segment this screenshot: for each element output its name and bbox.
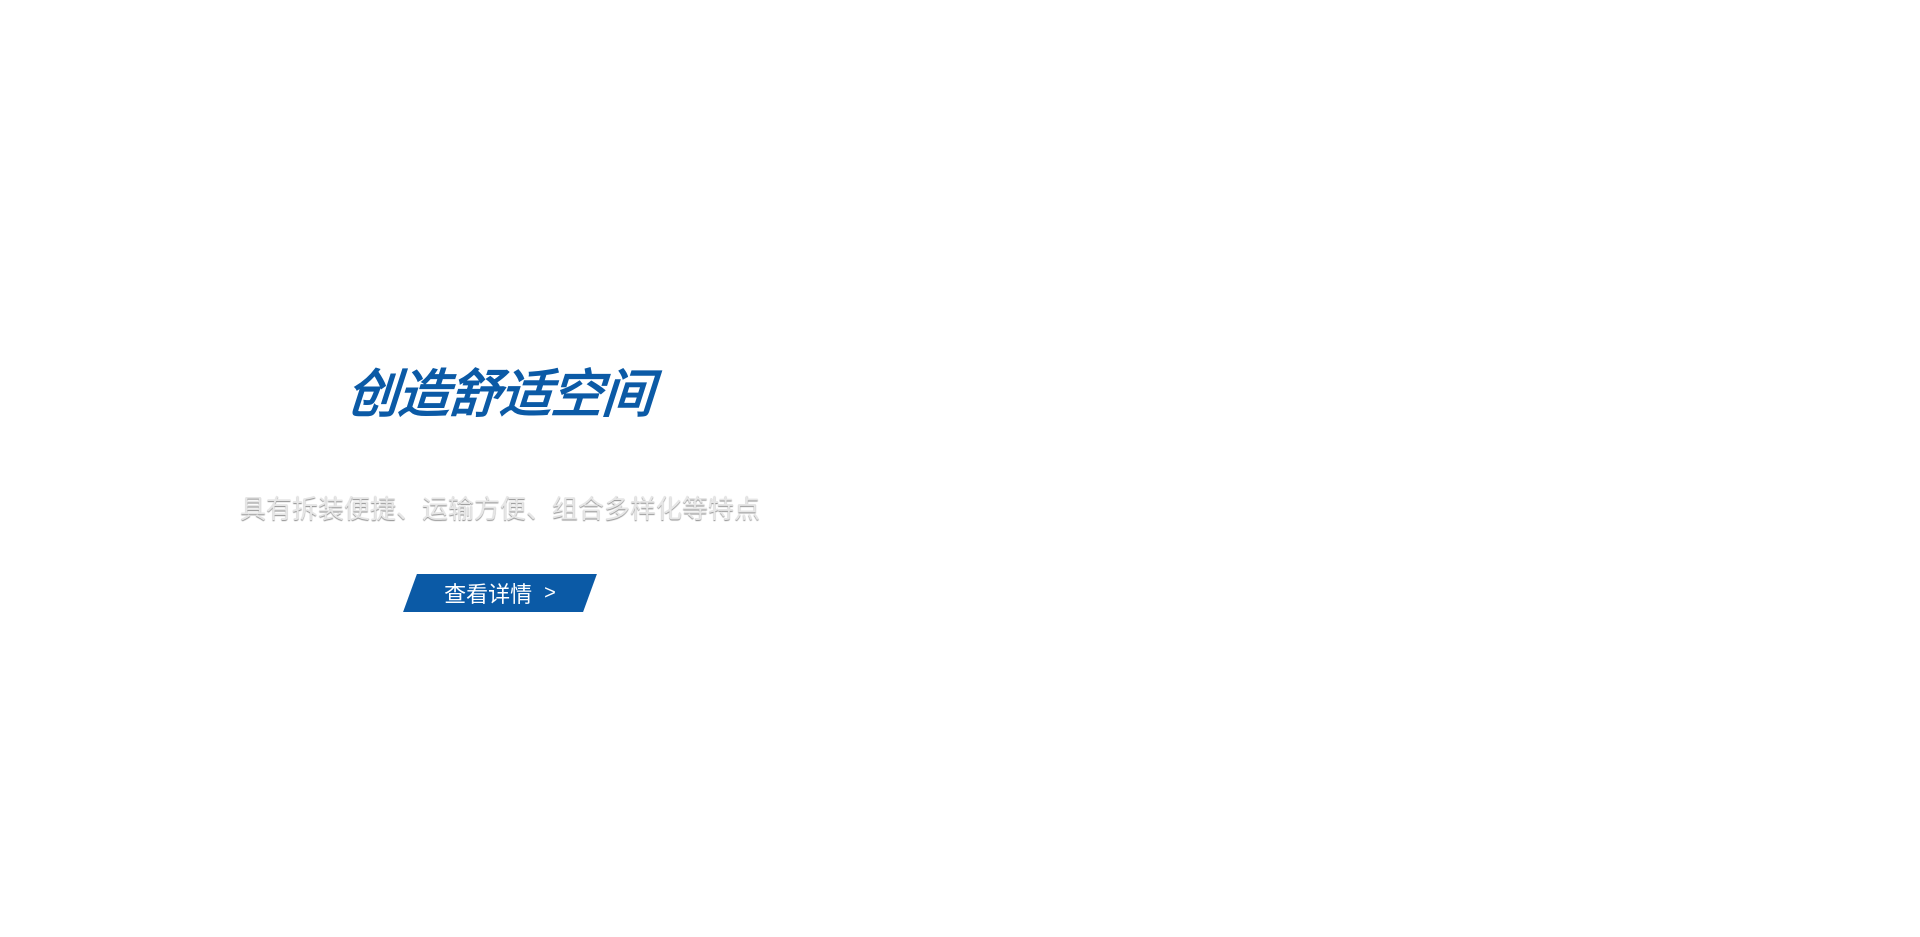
chevron-right-icon: > [544,581,556,604]
view-details-button[interactable]: 查看详情 > [410,574,590,612]
hero-subtitle: 具有拆装便捷、运输方便、组合多样化等特点 [240,494,761,524]
hero-title: 创造舒适空间 [344,366,656,424]
view-details-label: 查看详情 [444,582,533,607]
hero-content: 创造舒适空间 具有拆装便捷、运输方便、组合多样化等特点 查看详情 > [240,360,760,612]
